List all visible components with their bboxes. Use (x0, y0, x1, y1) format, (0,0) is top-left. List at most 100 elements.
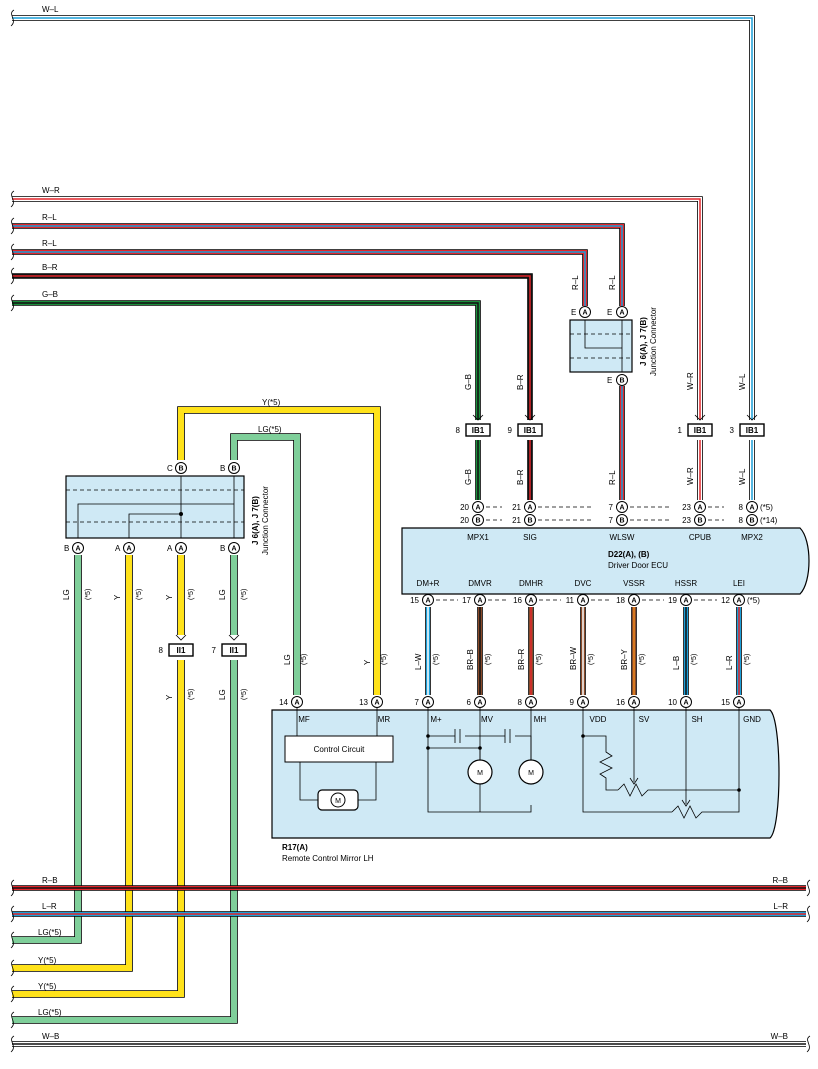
pin-circle (228, 542, 240, 554)
ecu-pin-num: 11 (566, 596, 575, 605)
junction-node (478, 746, 482, 750)
ecu-pin-b (746, 514, 758, 526)
junction-name: J 6(A), J 7(B) (639, 317, 648, 366)
wiper-arrow-icon (629, 777, 639, 785)
ecu-bottom-pin (628, 594, 640, 606)
junction-desc: Junction Connector (261, 486, 270, 555)
ib1-connector (687, 423, 713, 437)
mirror-pin (474, 696, 486, 708)
ecu-pin-num: 23 (682, 503, 691, 512)
pin-letter: A (527, 505, 532, 512)
ecu-pin-num: 12 (721, 596, 730, 605)
mirror-pin (371, 696, 383, 708)
break-mark (10, 985, 15, 1003)
ecu-desc: Driver Door ECU (608, 561, 668, 570)
mirror-pin-label: MR (378, 715, 391, 724)
ecu-pin-num: 8 (739, 503, 744, 512)
mirror-wiring (582, 736, 672, 813)
pin-letter: A (528, 700, 533, 707)
ii1-pin-num: 8 (159, 646, 164, 655)
pin-letter: A (580, 700, 585, 707)
ecu-bottom-pin (733, 594, 745, 606)
break-mark (10, 879, 15, 897)
wire-label: Y(*5) (262, 398, 281, 407)
mirror-pin (733, 696, 745, 708)
top-wire-5-stripe (12, 302, 479, 420)
ib1-connector (517, 423, 543, 437)
pin-letter: A (631, 598, 636, 605)
mirror-pin-num: 8 (518, 698, 523, 707)
wire-y-1-outline (12, 555, 133, 972)
pin-letter: B (697, 518, 702, 525)
ecu-pin-num: 23 (682, 516, 691, 525)
pin-circle (616, 374, 628, 386)
mirror-wiring (296, 708, 378, 801)
ecu-pin-label: SIG (523, 533, 537, 542)
top-wire-1 (12, 197, 702, 420)
break-mark (10, 959, 15, 977)
ii1-connector (221, 643, 247, 657)
ecu-pin-a (472, 501, 484, 513)
wire-note: (*5) (433, 654, 440, 665)
break-mark (10, 9, 15, 27)
ecu-pin-label: CPUB (689, 533, 711, 542)
arrow-down-icon (228, 634, 240, 641)
ib1-pin-num: 3 (730, 426, 735, 435)
junction-node (581, 734, 585, 738)
wire-note: (*5) (744, 654, 751, 665)
pin-circle (228, 462, 240, 474)
mirror-pin-label: VDD (590, 715, 607, 724)
driver-door-ecu (401, 527, 810, 595)
wire-label: G–B (464, 374, 473, 390)
terminal-label: A (167, 544, 173, 553)
pin-letter: B (619, 518, 624, 525)
junction-connector-right (569, 319, 633, 373)
top-wire-3-outline (12, 249, 588, 306)
wire-label: G–B (464, 469, 473, 485)
motor-v-icon (467, 759, 493, 785)
pin-circle (72, 542, 84, 554)
wire-label: R–L (608, 275, 617, 290)
ii1-name: II1 (230, 646, 239, 655)
mirror-desc: Remote Control Mirror LH (282, 854, 374, 863)
top-wire-label: W–R (42, 186, 60, 195)
mirror-pin-label: MF (298, 715, 310, 724)
pin-letter: A (425, 700, 430, 707)
ecu-pin-num: 7 (609, 503, 614, 512)
control-circuit-label: Control Circuit (314, 745, 365, 754)
ii1-connector (168, 643, 194, 657)
ecu-pin-num: 20 (460, 516, 469, 525)
wire-label: LG(*5) (258, 425, 282, 434)
wire-label: BR–Y (620, 648, 629, 670)
ecu-bottom-pin (474, 594, 486, 606)
wire-label: LG (283, 654, 292, 665)
mirror-pin-num: 13 (359, 698, 368, 707)
terminal-label: B (64, 544, 69, 553)
ecu-pin-label: DM+R (417, 579, 440, 588)
bottom-wire-label: L–R (42, 902, 57, 911)
wire-label: B–R (516, 374, 525, 390)
control-circuit-box (284, 735, 394, 763)
top-wire-4-stripe (12, 275, 531, 420)
mirror-pin (628, 696, 640, 708)
ecu-pin-num: 21 (512, 503, 521, 512)
ecu-bottom-pin (680, 594, 692, 606)
wire-note: (*5) (639, 654, 646, 665)
ecu-bottom-pin (577, 594, 589, 606)
mirror-wiring (479, 708, 532, 760)
junction-desc: Junction Connector (649, 307, 658, 376)
pin-letter: A (528, 598, 533, 605)
wire-label: L–W (414, 653, 423, 670)
junction-link (128, 513, 181, 538)
pin-letter: A (580, 598, 585, 605)
wire-note: (*5) (188, 689, 195, 700)
arrow-down-icon (694, 414, 706, 421)
pin-letter: A (374, 700, 379, 707)
pin-letter: B (178, 466, 183, 473)
terminal-label: B (220, 544, 225, 553)
pin-letter: B (475, 518, 480, 525)
wire-y-1 (12, 555, 132, 971)
wire-label: Y (165, 594, 174, 600)
mirror-pin (680, 696, 692, 708)
